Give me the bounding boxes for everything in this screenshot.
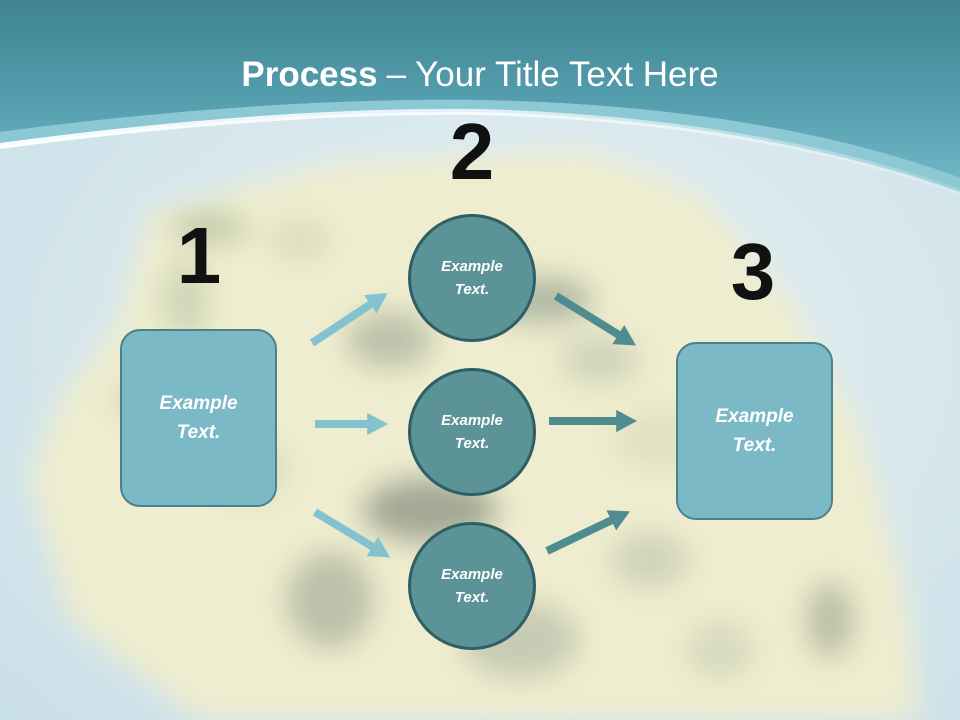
arrow-step1-to-circle-3 bbox=[312, 508, 391, 558]
step-2-circle-1-text: Example Text. bbox=[441, 258, 503, 298]
step-1-box-text: Example Text. bbox=[159, 393, 238, 443]
title-text: – Your Title Text Here bbox=[386, 55, 719, 94]
step-1-box: Example Text. bbox=[120, 329, 277, 507]
title-emphasis: Process bbox=[241, 55, 378, 94]
step-2-circle-3-text: Example Text. bbox=[441, 566, 503, 606]
arrow-circle-1-to-step3 bbox=[553, 292, 637, 346]
arrow-circle-3-to-step3 bbox=[545, 510, 631, 555]
step-2-circle-2-text: Example Text. bbox=[441, 412, 503, 452]
step-3-box: Example Text. bbox=[676, 342, 833, 520]
step-2-circle-2: Example Text. bbox=[408, 368, 536, 496]
step-2-circle-1: Example Text. bbox=[408, 214, 536, 342]
step-number-1: 1 bbox=[176, 211, 222, 300]
step-3-box-text: Example Text. bbox=[715, 406, 794, 456]
arrow-step1-to-circle-1 bbox=[309, 292, 388, 347]
slide-title: Process– Your Title Text Here bbox=[0, 57, 960, 92]
step-number-3: 3 bbox=[730, 227, 776, 316]
step-2-circle-3: Example Text. bbox=[408, 522, 536, 650]
step-number-2: 2 bbox=[449, 107, 495, 196]
